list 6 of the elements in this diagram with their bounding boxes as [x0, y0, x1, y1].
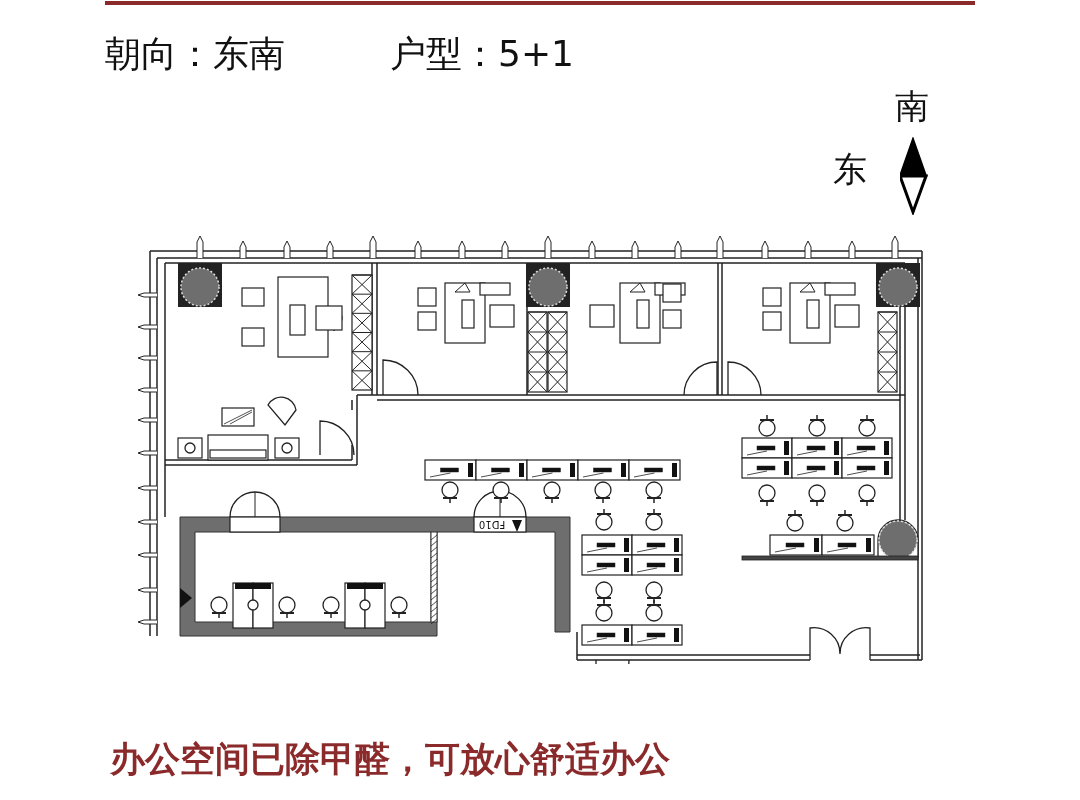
- caption-text: 办公空间已除甲醛，可放心舒适办公: [110, 742, 670, 777]
- door-tag: FD10: [477, 518, 508, 530]
- compass-label: 南: [895, 89, 929, 123]
- heading-text: 户型：5+1: [390, 36, 574, 72]
- compass-label: 东: [833, 152, 867, 186]
- heading-text: 朝向：东南: [105, 36, 285, 72]
